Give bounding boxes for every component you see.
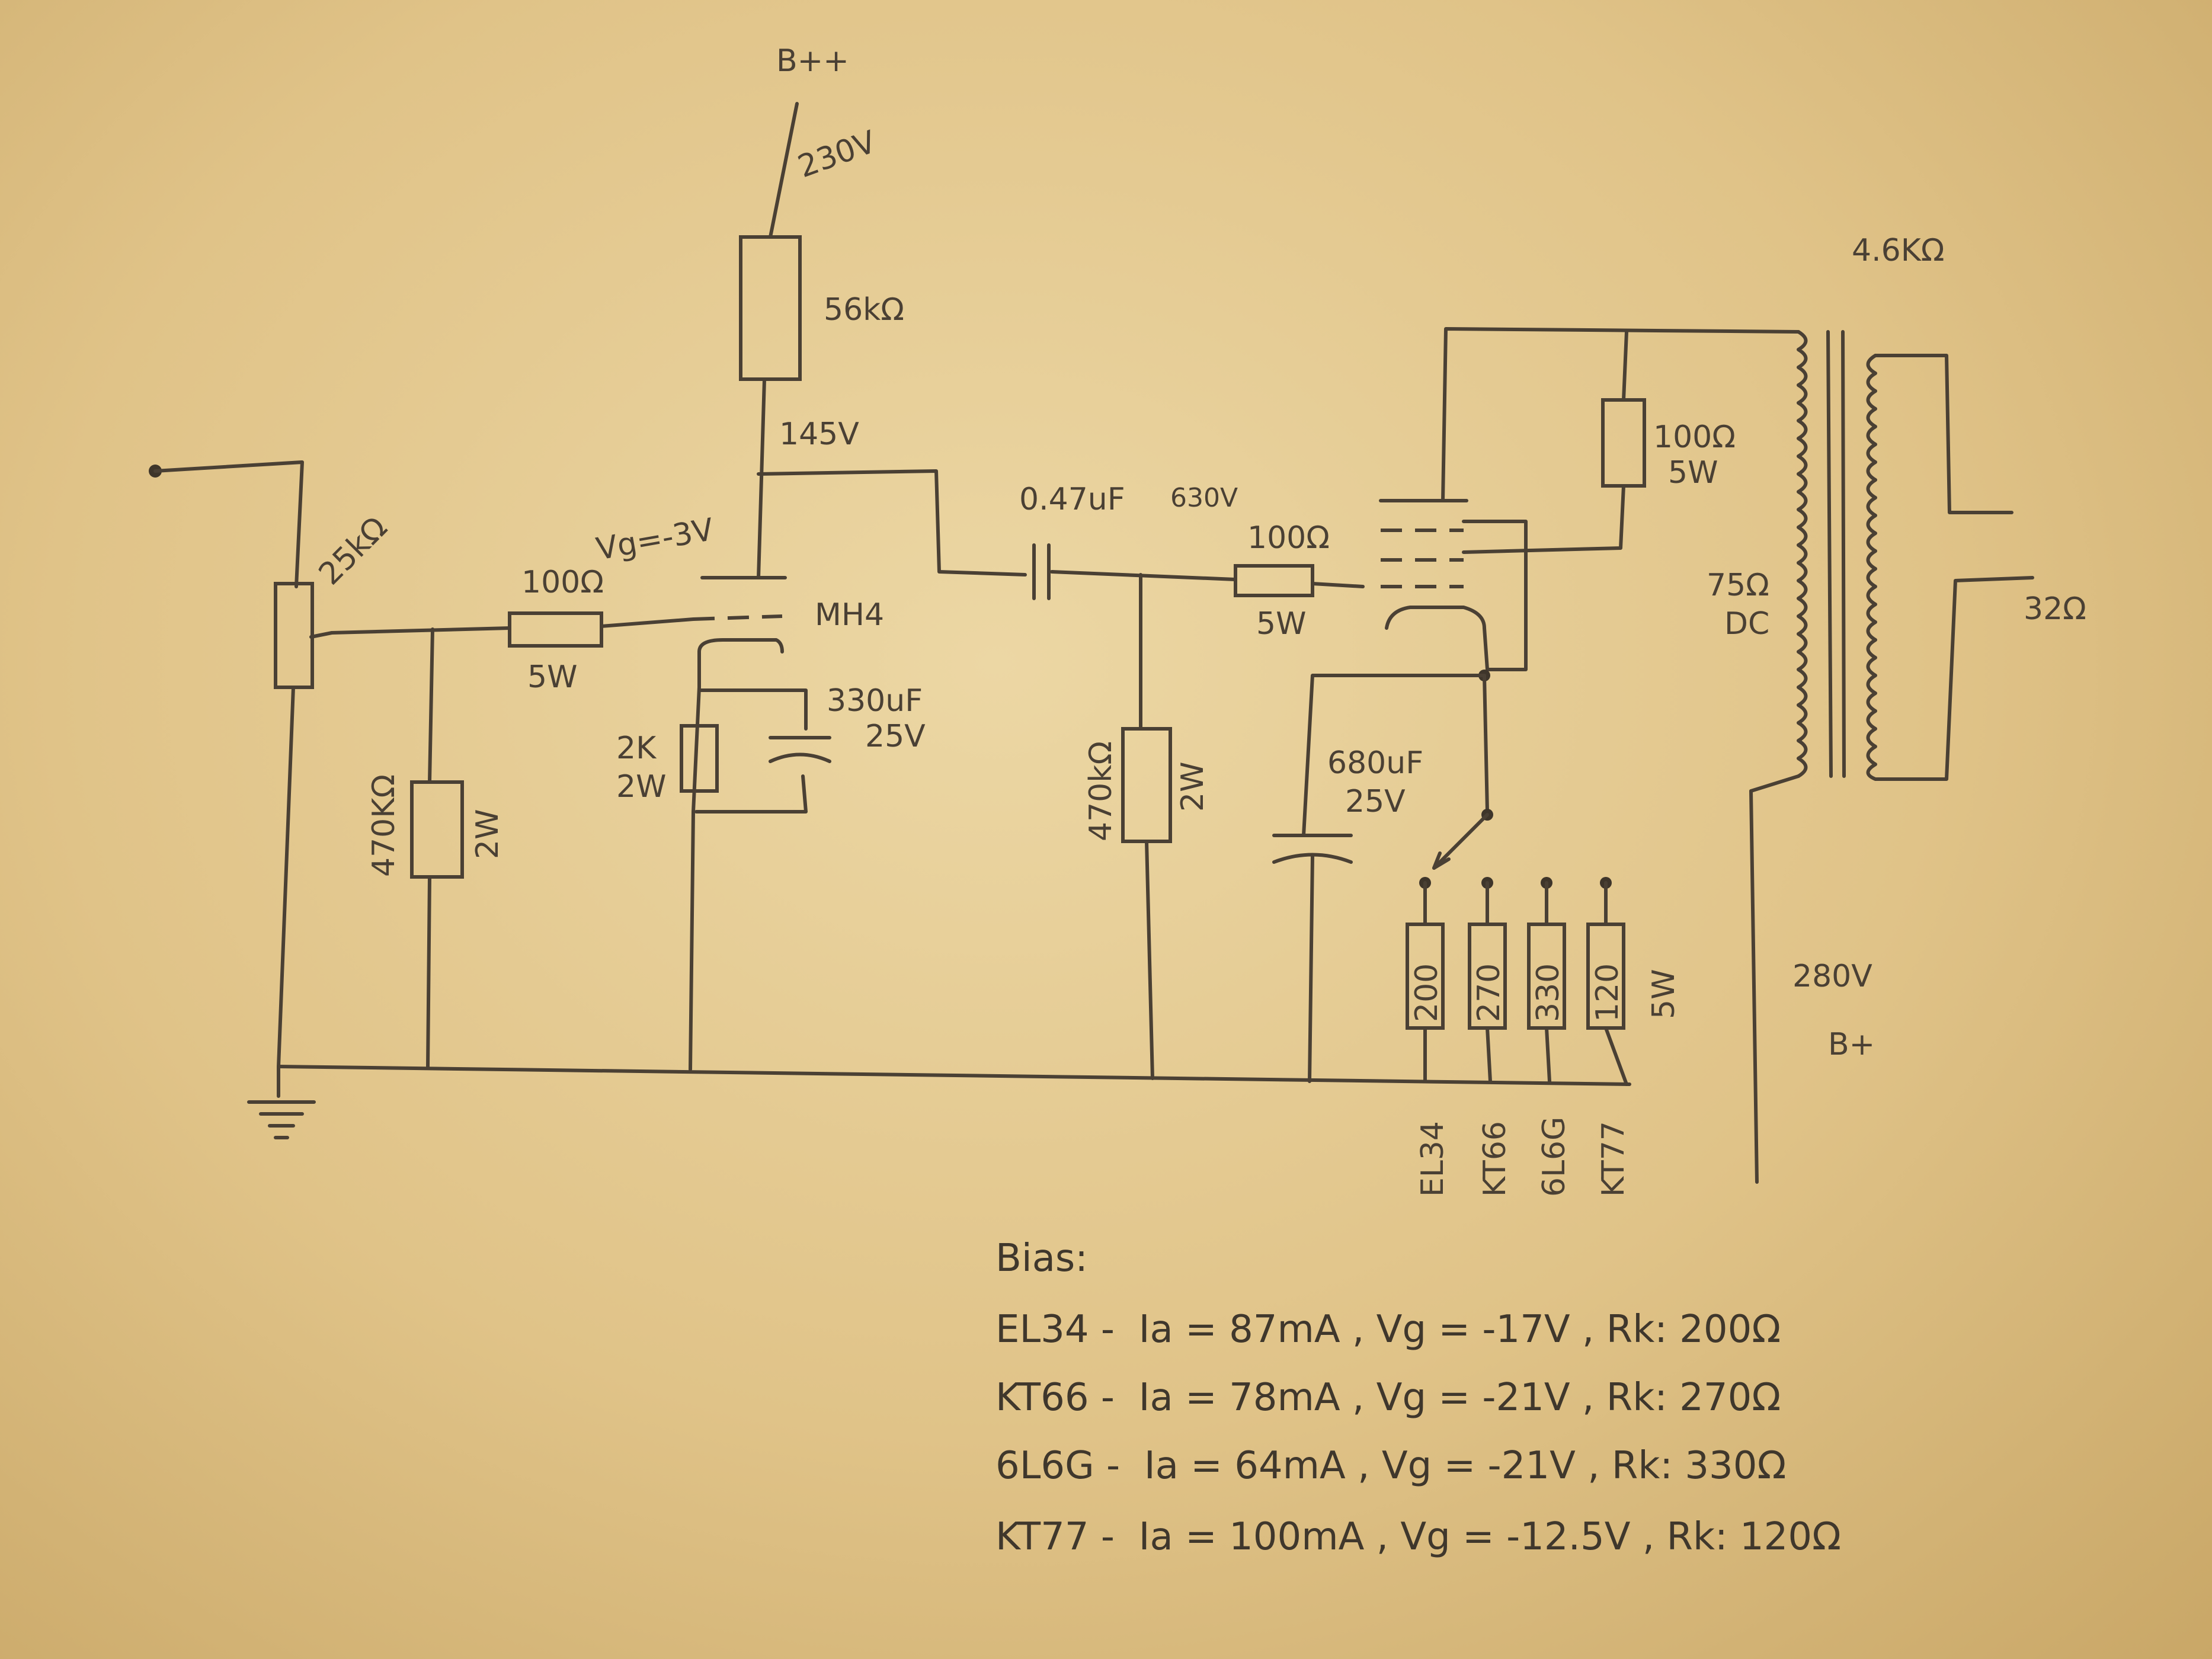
coupling-cap — [1032, 543, 1051, 600]
selector-arrow — [1432, 851, 1451, 870]
bp-label: B+ — [1828, 1027, 1875, 1062]
cathode-cap-2-value: 680uF — [1327, 745, 1423, 781]
grid-leak-2-value: 470kΩ — [1083, 741, 1119, 841]
pot-wiper — [309, 631, 334, 639]
cathode-res-330: 330 — [1531, 963, 1566, 1022]
plate-wire — [757, 377, 766, 579]
pot-value-label: 25kΩ — [312, 510, 395, 592]
screen-wire — [1462, 330, 1628, 554]
transformer-dc-label: DC — [1724, 606, 1769, 642]
cathode-cap-2-voltage: 25V — [1345, 784, 1406, 819]
transformer-primary-impedance: 4.6KΩ — [1852, 233, 1945, 268]
coupling-to-grid-wire — [1050, 570, 1237, 581]
bias-table: Bias: EL34 - Ia = 87mA , Vg = -17V , Rk:… — [995, 1237, 1841, 1559]
plate-node-voltage: 145V — [779, 417, 859, 452]
tube-label-kt77: KT77 — [1596, 1121, 1631, 1197]
tube-label-kt66: KT66 — [1477, 1121, 1513, 1197]
grid1-wire — [600, 617, 695, 628]
selector-switch[interactable] — [1432, 813, 1489, 870]
volume-pot — [274, 582, 314, 689]
screen-resistor-value: 100Ω — [1653, 419, 1736, 455]
grid-stopper-1-value: 100Ω — [521, 565, 604, 600]
plate-resistor — [739, 235, 802, 381]
bias-row-kt66: KT66 - Ia = 78mA , Vg = -21V , Rk: 270Ω — [995, 1376, 1781, 1420]
grid-leak-2-wire — [1139, 573, 1154, 1080]
cathode-1-wire — [694, 688, 808, 814]
bias-row-el34: EL34 - Ia = 87mA , Vg = -17V , Rk: 200Ω — [995, 1308, 1781, 1351]
grid-leak-1-power: 2W — [470, 809, 505, 860]
grid-stopper-2 — [1234, 564, 1314, 597]
cathode-bank-power: 5W — [1646, 969, 1682, 1020]
transformer-secondary: 32Ω — [2024, 591, 2086, 627]
grid-leak-1 — [410, 780, 464, 879]
grid-leak-1-wire — [426, 627, 434, 1068]
cathode-to-switch-wire — [1483, 674, 1489, 814]
cathode-cap-1-value: 330uF — [827, 683, 923, 719]
grid-leak-2 — [1121, 727, 1172, 843]
output-transformer — [1749, 330, 2034, 1184]
tube-label-6l6g: 6L6G — [1536, 1117, 1572, 1197]
grid-voltage-note: Vg=-3V — [594, 512, 716, 568]
cathode-resistor-bank — [1406, 877, 1628, 1086]
cathode-2-wire — [1302, 674, 1486, 837]
bpp-voltage: 230V — [793, 124, 881, 185]
input-wiring — [149, 460, 304, 1068]
coupling-cap-value: 0.47uF — [1019, 482, 1125, 517]
bias-row-6l6g: 6L6G - Ia = 64mA , Vg = -21V , Rk: 330Ω — [995, 1444, 1786, 1488]
bias-title: Bias: — [995, 1237, 1088, 1280]
screen-resistor-power: 5W — [1668, 455, 1718, 491]
cathode-res-200: 200 — [1409, 963, 1445, 1022]
grid-stopper-2-power: 5W — [1256, 606, 1307, 642]
wiper-wire — [330, 626, 511, 635]
cathode-resistor-1-power: 2W — [616, 769, 667, 805]
coupling-cap-voltage: 630V — [1170, 483, 1238, 513]
output-plate-wire — [1441, 327, 1800, 502]
cathode-cap-1-voltage: 25V — [865, 719, 926, 754]
bp-voltage: 280V — [1792, 959, 1872, 994]
suppressor-wire — [1462, 520, 1528, 671]
grid-stopper-1-power: 5W — [527, 659, 578, 695]
bias-row-kt77: KT77 - Ia = 100mA , Vg = -12.5V , Rk: 12… — [995, 1515, 1841, 1559]
grid-leak-1-value: 470KΩ — [366, 774, 402, 877]
cathode-res-270: 270 — [1471, 963, 1507, 1022]
driver-tube-name: MH4 — [815, 597, 884, 633]
grid-stopper-2-wire — [1311, 582, 1365, 588]
tube-label-el34: EL34 — [1415, 1121, 1451, 1197]
grid-leak-2-power: 2W — [1175, 762, 1211, 812]
plate-resistor-value: 56kΩ — [824, 292, 904, 328]
bpp-wire — [769, 102, 799, 239]
cathode-resistor-1 — [680, 724, 719, 793]
output-tube — [1379, 499, 1489, 671]
screen-resistor — [1601, 398, 1646, 488]
bpp-label: B++ — [776, 43, 849, 79]
grid-stopper-2-value: 100Ω — [1247, 520, 1330, 556]
plate-to-coupling-wire — [757, 469, 1027, 577]
cathode-resistor-1-value: 2K — [616, 731, 657, 766]
cathode-1-ground — [689, 810, 695, 1071]
grid-stopper-1 — [508, 611, 603, 648]
ground-bus — [277, 1065, 1631, 1098]
cathode-cap-2 — [1272, 834, 1353, 1083]
driver-tube — [692, 576, 787, 814]
transformer-primary-dc: 75Ω — [1707, 568, 1769, 603]
cathode-cap-1 — [769, 736, 831, 763]
cathode-res-120: 120 — [1590, 963, 1625, 1022]
ground-symbol — [247, 1100, 316, 1139]
